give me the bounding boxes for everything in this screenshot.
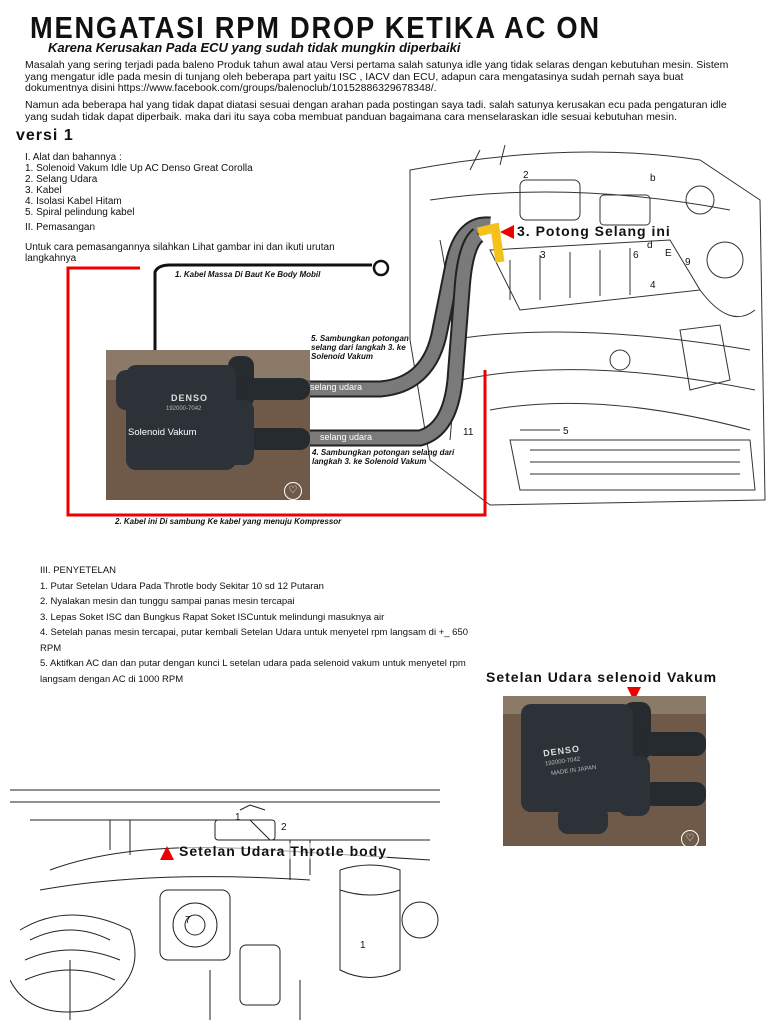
throttle-number: 1 [235, 812, 241, 823]
solenoid-photo-2: DENSO 192000-7042 MADE IN JAPAN ♡ [503, 696, 706, 846]
cut-marker-icon [500, 225, 514, 239]
install-heading: II. Pemasangan [25, 222, 96, 233]
throttle-adjust-marker-icon [160, 846, 174, 860]
hose-label-top: selang udara [310, 382, 363, 392]
cut-hose-label: 3. Potong Selang ini [517, 223, 671, 239]
brand-label: DENSO [171, 393, 209, 403]
install-text: Untuk cara pemasangannya silahkan Lihat … [25, 242, 335, 264]
heart-icon: ♡ [284, 482, 302, 500]
hose-label-bottom: selang udara [320, 432, 373, 442]
solenoid-label: Solenoid Vakum [128, 427, 197, 438]
engine-number: 11 [463, 427, 474, 438]
tools-section: I. Alat dan bahannya : 1. Solenoid Vakum… [25, 152, 265, 218]
adjust-step: 4. Setelah panas mesin tercapai, putar k… [40, 627, 469, 654]
page-subtitle: Karena Kerusakan Pada ECU yang sudah tid… [48, 40, 461, 55]
note-ground-wire: 1. Kabel Massa Di Baut Ke Body Mobil [175, 270, 321, 279]
note-connect-hose-5: 5. Sambungkan potongan selang dari langk… [311, 334, 409, 361]
throttle-number: 1 [360, 940, 366, 951]
engine-number: d [647, 240, 653, 251]
throttle-number: 7 [185, 915, 191, 926]
tool-item: 1. Solenoid Vakum Idle Up AC Denso Great… [25, 163, 253, 174]
solenoid-photo-1: DENSO 192000-7042 Solenoid Vakum ♡ [106, 350, 310, 500]
engine-number: E [665, 248, 672, 259]
engine-number: 5 [563, 426, 569, 437]
tool-item: 3. Kabel [25, 185, 62, 196]
adjust-step: 5. Aktifkan AC dan dan putar dengan kunc… [40, 658, 466, 685]
version-label: versi 1 [16, 127, 74, 144]
adjust-step: 3. Lepas Soket ISC dan Bungkus Rapat Sok… [40, 611, 385, 623]
throttle-number: 2 [281, 822, 287, 833]
part-number: 192000-7042 [166, 406, 202, 412]
page-title: MENGATASI RPM DROP KETIKA AC ON [30, 10, 601, 45]
engine-number: 2 [523, 170, 529, 181]
engine-number: 9 [685, 257, 691, 268]
tool-item: 5. Spiral pelindung kabel [25, 207, 135, 218]
adjust-heading: III. PENYETELAN [40, 565, 117, 576]
tools-heading: I. Alat dan bahannya : [25, 152, 122, 163]
note-connect-hose-4: 4. Sambungkan potongan selang dari langk… [312, 448, 455, 466]
engine-sketch-top [409, 144, 766, 506]
heart-icon: ♡ [681, 830, 699, 846]
note-compressor-wire: 2. Kabel ini Di sambung Ke kabel yang me… [115, 517, 342, 526]
adjust-step: 1. Putar Setelan Udara Pada Throtle body… [40, 580, 324, 592]
engine-number: 3 [540, 250, 546, 261]
wiring-diagram [66, 216, 505, 517]
tool-item: 2. Selang Udara [25, 174, 98, 185]
engine-number: 4 [650, 280, 656, 291]
throttle-adjust-caption: Setelan Udara Throtle body [179, 843, 388, 859]
intro-paragraph-1: Masalah yang sering terjadi pada baleno … [25, 59, 729, 94]
adjust-section: III. PENYETELAN 1. Putar Setelan Udara P… [40, 563, 480, 687]
tool-item: 4. Isolasi Kabel Hitam [25, 196, 122, 207]
engine-number: 6 [633, 250, 639, 261]
engine-number: b [650, 173, 656, 184]
intro-paragraph-2: Namun ada beberapa hal yang tidak dapat … [25, 99, 727, 123]
adjust-step: 2. Nyalakan mesin dan tunggu sampai pana… [40, 596, 295, 607]
throttle-body-sketch [10, 789, 440, 1020]
solenoid-adjust-caption: Setelan Udara selenoid Vakum [486, 669, 718, 685]
